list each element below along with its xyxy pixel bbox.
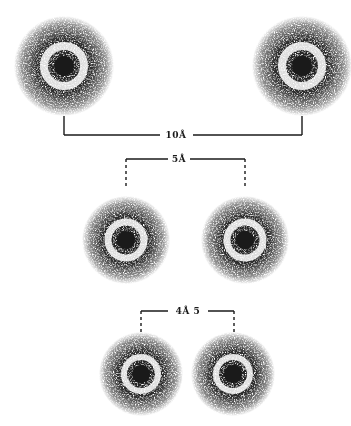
atom-near-left: [99, 332, 183, 416]
atom-mid-right: [201, 196, 289, 284]
atom-near-right: [191, 332, 275, 416]
atom-far-right: [252, 16, 351, 116]
distance-label-mid: 5Å: [172, 153, 187, 165]
distance-label-near: 4Å 5: [176, 305, 201, 317]
distance-label-far: 10Å: [165, 129, 187, 141]
atom-mid-left: [82, 196, 170, 284]
atom-far-left: [14, 16, 114, 116]
